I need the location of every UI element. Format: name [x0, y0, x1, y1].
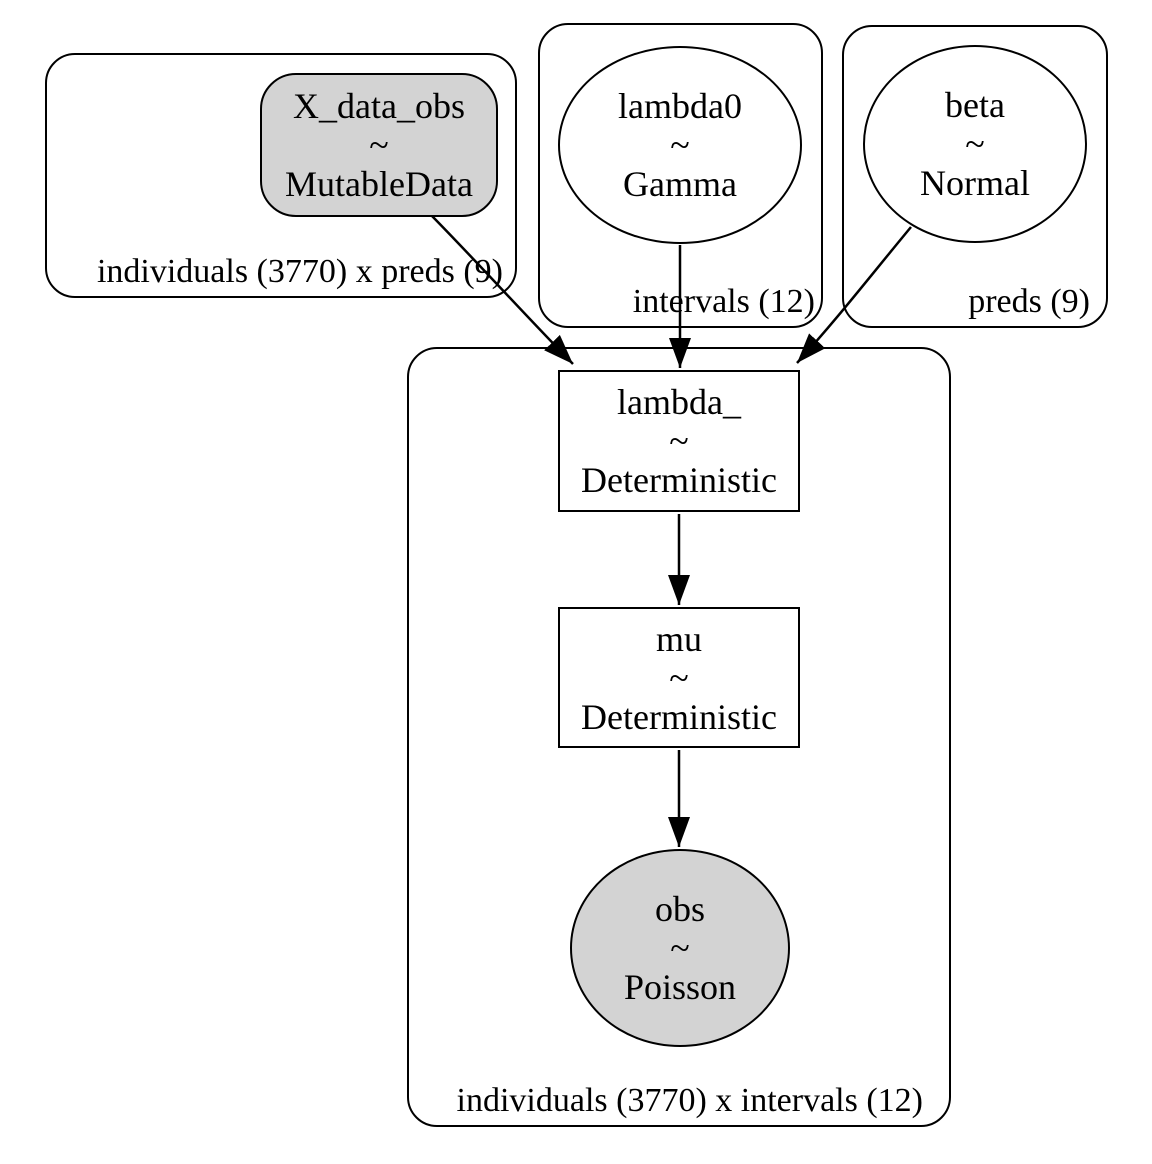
- plate-label-intervals: intervals (12): [632, 283, 815, 320]
- node-x-data-obs-name: X_data_obs: [293, 86, 465, 126]
- node-lambda-underscore-dist: Deterministic: [581, 460, 777, 500]
- plate-label-individuals-x-preds: individuals (3770) x preds (9): [96, 253, 503, 290]
- node-beta-tilde: ~: [965, 124, 985, 164]
- node-beta: beta ~ Normal: [863, 45, 1087, 243]
- node-lambda-underscore-name: lambda_: [617, 382, 741, 422]
- node-lambda0: lambda0 ~ Gamma: [558, 46, 802, 244]
- node-lambda0-name: lambda0: [618, 86, 742, 126]
- plate-label-individuals-x-intervals: individuals (3770) x intervals (12): [456, 1082, 923, 1119]
- node-obs-name: obs: [654, 889, 705, 929]
- node-lambda-underscore: lambda_ ~ Deterministic: [558, 370, 800, 512]
- node-obs-dist: Poisson: [623, 967, 737, 1007]
- node-mu-tilde: ~: [669, 657, 689, 698]
- node-mu: mu ~ Deterministic: [558, 607, 800, 748]
- node-obs-tilde: ~: [670, 928, 690, 968]
- node-mu-dist: Deterministic: [581, 696, 777, 737]
- node-lambda0-tilde: ~: [670, 125, 690, 165]
- node-beta-dist: Normal: [920, 163, 1030, 203]
- node-x-data-obs-tilde: ~: [369, 125, 389, 165]
- node-mu-name: mu: [655, 618, 702, 659]
- plate-preds: preds (9): [842, 25, 1108, 328]
- plate-label-preds: preds (9): [968, 283, 1090, 320]
- node-lambda0-dist: Gamma: [623, 164, 737, 204]
- node-beta-name: beta: [945, 85, 1005, 125]
- node-lambda-underscore-tilde: ~: [669, 421, 689, 461]
- node-x-data-obs-dist: MutableData: [285, 164, 473, 204]
- node-x-data-obs: X_data_obs ~ MutableData: [260, 73, 498, 217]
- node-obs: obs ~ Poisson: [570, 849, 790, 1047]
